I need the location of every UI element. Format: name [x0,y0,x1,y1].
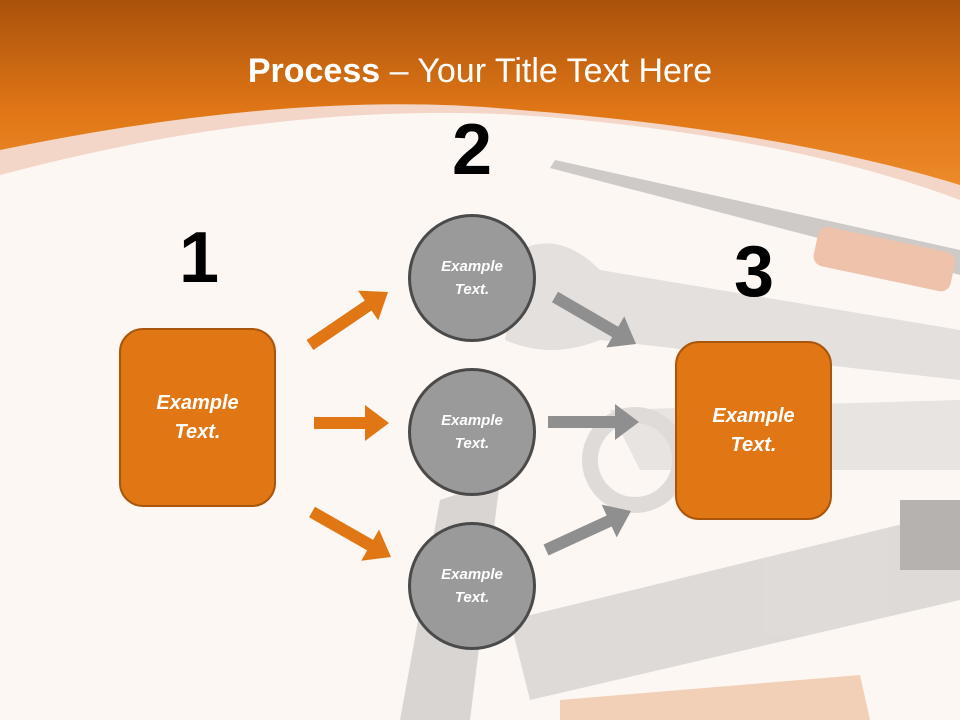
step-number-2: 2 [451,110,493,190]
circle-label: Example Text. [441,258,503,298]
arrow-bottom-to-step-3-icon [543,504,631,556]
circle-label: Example Text. [441,566,503,606]
arrow-to-bottom-circle-icon [309,506,391,561]
step-1-box[interactable]: Example Text. [119,328,276,507]
arrow-to-top-circle-icon [306,290,388,350]
step-number-3: 3 [733,232,775,312]
step-2-circle-top[interactable]: Example Text. [408,214,536,342]
arrow-to-middle-circle-icon [314,405,389,441]
step-1-label: Example Text. [156,391,239,443]
step-3-label: Example Text. [712,404,795,456]
step-2-circle-bottom[interactable]: Example Text. [408,522,536,650]
header-band [0,0,960,185]
step-3-box[interactable]: Example Text. [675,341,832,520]
step-number-1: 1 [178,218,220,298]
step-2-circle-middle[interactable]: Example Text. [408,368,536,496]
slide-title: Process – Your Title Text Here [247,52,713,90]
arrow-middle-to-step-3-icon [548,404,639,440]
arrow-top-to-step-3-icon [551,291,636,348]
circle-label: Example Text. [441,412,503,452]
